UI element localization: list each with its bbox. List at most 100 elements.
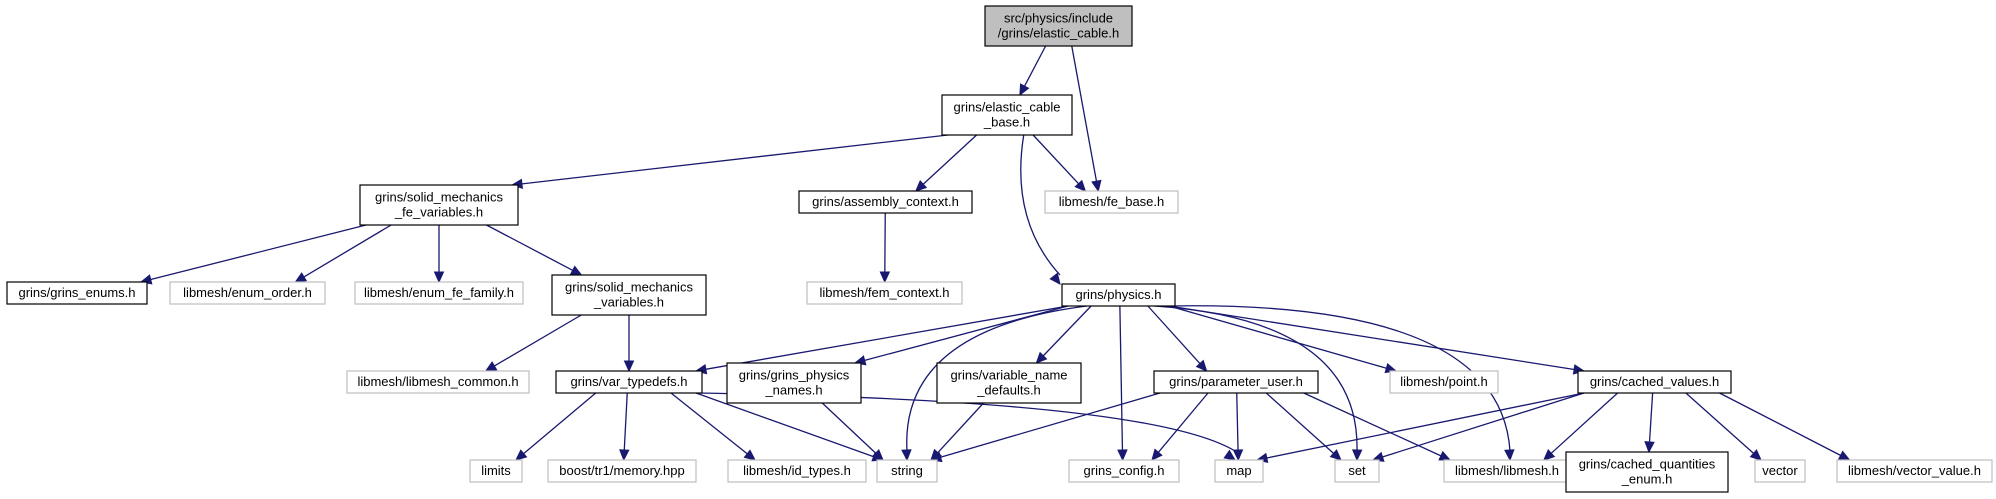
arrowhead bbox=[1837, 450, 1851, 461]
edge-line bbox=[939, 392, 1161, 459]
edge-n3-n6 bbox=[139, 224, 367, 285]
node-label: grins/solid_mechanics bbox=[375, 190, 503, 205]
node-grins-grins-enums-h[interactable]: grins/grins_enums.h bbox=[6, 281, 148, 305]
node-label: libmesh/enum_order.h bbox=[183, 285, 312, 300]
edge-line bbox=[493, 314, 582, 368]
node-libmesh-enum-order-h: libmesh/enum_order.h bbox=[169, 281, 326, 305]
edge-n5-n25 bbox=[1168, 305, 1515, 462]
node-label: grins/solid_mechanics bbox=[565, 280, 693, 295]
node-label: _enum.h bbox=[1621, 472, 1673, 487]
node-label: grins/assembly_context.h bbox=[812, 194, 959, 209]
node-grins-var-typedefs-h[interactable]: grins/var_typedefs.h bbox=[555, 370, 703, 394]
node-grins-cached-quantities-enum-h[interactable]: grins/cached_quantities_enum.h bbox=[1565, 451, 1729, 493]
node-box bbox=[1577, 370, 1732, 394]
node-box bbox=[1061, 283, 1176, 307]
edge-line bbox=[936, 402, 984, 454]
edge-line bbox=[1119, 305, 1124, 452]
node-label: grins/grins_enums.h bbox=[18, 285, 135, 300]
node-box bbox=[1836, 459, 1993, 483]
node-grins-grins-physics-names-h[interactable]: grins/grins_physics_names.h bbox=[726, 362, 862, 404]
node-box bbox=[555, 370, 703, 394]
arrowhead bbox=[1351, 449, 1363, 462]
node-label: set bbox=[1348, 463, 1366, 478]
node-grins-variable-name-defaults-h[interactable]: grins/variable_name_defaults.h bbox=[936, 362, 1082, 404]
node-label: grins/cached_values.h bbox=[1590, 374, 1719, 389]
node-label: src/physics/include bbox=[1004, 11, 1113, 26]
arrowhead bbox=[1117, 449, 1128, 462]
edge-line bbox=[821, 402, 877, 455]
node-label: libmesh/id_types.h bbox=[743, 463, 851, 478]
edge-line bbox=[1719, 392, 1842, 457]
arrowhead bbox=[1195, 359, 1208, 372]
node-box bbox=[1565, 451, 1729, 493]
node-label: _fe_variables.h bbox=[394, 205, 483, 220]
node-box bbox=[547, 459, 697, 483]
edge-n5-n15 bbox=[1147, 305, 1208, 372]
edge-n5-n21 bbox=[901, 305, 1087, 462]
node-label: libmesh/libmesh.h bbox=[1455, 463, 1559, 478]
node-label: _variables.h bbox=[593, 295, 664, 310]
edge-line bbox=[486, 224, 574, 272]
node-label: grins/physics.h bbox=[1076, 287, 1162, 302]
node-grins-assembly-context-h[interactable]: grins/assembly_context.h bbox=[798, 190, 973, 214]
edge-line bbox=[1154, 305, 1358, 452]
arrowhead bbox=[484, 361, 498, 372]
arrowhead bbox=[1223, 449, 1236, 461]
edge-n0-n2 bbox=[1071, 45, 1102, 193]
node-src-physics-include-grins-elastic-cable-h[interactable]: src/physics/include/grins/elastic_cable.… bbox=[984, 5, 1133, 47]
node-libmesh-id-types-h: libmesh/id_types.h bbox=[727, 459, 867, 483]
node-grins-solid-mechanics-variables-h[interactable]: grins/solid_mechanics_variables.h bbox=[551, 274, 707, 316]
edge-line bbox=[704, 305, 1069, 371]
node-label: _names.h bbox=[764, 383, 822, 398]
arrowhead bbox=[294, 272, 308, 283]
edge-n9-n11 bbox=[484, 314, 582, 372]
node-label: grins/variable_name bbox=[950, 368, 1067, 383]
arrowhead bbox=[1151, 448, 1163, 461]
arrowhead bbox=[1644, 441, 1655, 454]
node-box bbox=[359, 184, 519, 226]
edge-line bbox=[1550, 392, 1619, 455]
node-box bbox=[6, 281, 148, 305]
edge-line bbox=[906, 305, 1087, 452]
edge-line bbox=[302, 224, 392, 278]
edge-n3-n9 bbox=[486, 224, 583, 276]
arrowhead bbox=[901, 449, 912, 462]
arrowhead bbox=[1035, 351, 1048, 364]
node-label: libmesh/point.h bbox=[1400, 374, 1487, 389]
node-libmesh-libmesh-h: libmesh/libmesh.h bbox=[1443, 459, 1571, 483]
node-set: set bbox=[1334, 459, 1380, 483]
node-label: boost/tr1/memory.hpp bbox=[559, 463, 684, 478]
edge-n3-n8 bbox=[433, 225, 445, 284]
edge-line bbox=[1032, 134, 1080, 185]
edge-n4-n10 bbox=[879, 212, 891, 284]
node-grins-physics-h[interactable]: grins/physics.h bbox=[1061, 283, 1176, 307]
edge-line bbox=[1147, 305, 1202, 365]
edge-line bbox=[1071, 45, 1098, 183]
edge-line bbox=[1265, 392, 1585, 459]
arrowhead bbox=[743, 449, 756, 461]
arrowhead bbox=[1329, 449, 1342, 461]
edge-n0-n1 bbox=[1019, 45, 1047, 97]
arrowhead bbox=[914, 180, 928, 192]
edge-line bbox=[1648, 392, 1654, 444]
edge-line bbox=[695, 392, 875, 458]
node-grins-solid-mechanics-fe-variables-h[interactable]: grins/solid_mechanics_fe_variables.h bbox=[359, 184, 519, 226]
node-box bbox=[1068, 459, 1180, 483]
arrowhead bbox=[623, 360, 635, 373]
edge-n17-n28 bbox=[1719, 392, 1851, 461]
node-grins-parameter-user-h[interactable]: grins/parameter_user.h bbox=[1153, 370, 1319, 394]
edge-line bbox=[1042, 305, 1092, 357]
node-box bbox=[354, 281, 524, 305]
node-box bbox=[876, 459, 938, 483]
node-grins-elastic-cable-base-h[interactable]: grins/elastic_cable_base.h bbox=[941, 94, 1073, 136]
node-label: grins_config.h bbox=[1084, 463, 1165, 478]
edge-n5-n24 bbox=[1154, 305, 1363, 462]
edge-line bbox=[1168, 305, 1576, 371]
node-box bbox=[726, 362, 862, 404]
node-grins-cached-values-h[interactable]: grins/cached_values.h bbox=[1577, 370, 1732, 394]
edge-line bbox=[1265, 392, 1335, 455]
node-box bbox=[1214, 459, 1264, 483]
edge-line bbox=[520, 134, 949, 185]
edge-n15-n22 bbox=[1151, 392, 1209, 461]
